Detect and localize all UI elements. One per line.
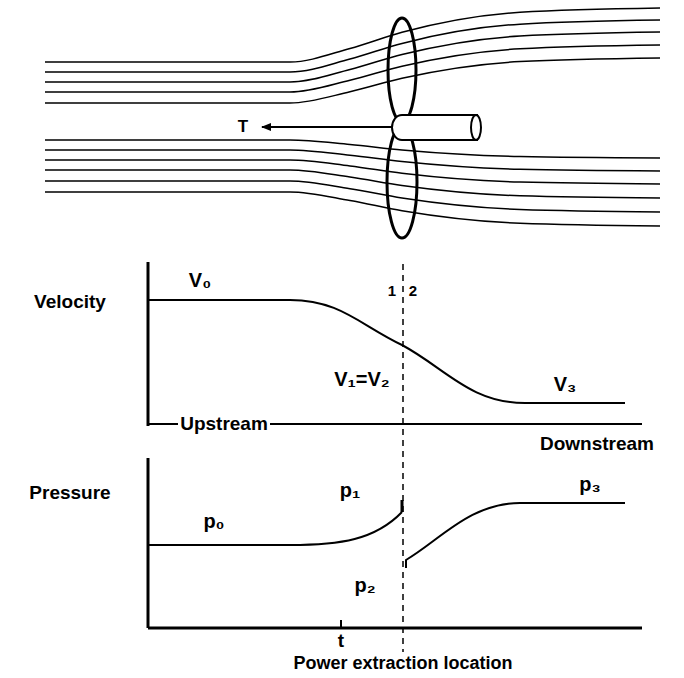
pressure-axis — [147, 458, 150, 628]
streamline — [45, 32, 660, 82]
pressure-curve-upstream — [148, 512, 402, 545]
plot-label: 2 — [407, 283, 419, 300]
velocity-axis — [147, 262, 150, 426]
streamlines — [45, 8, 660, 226]
plot-label: p₃ — [577, 473, 602, 495]
streamline — [45, 181, 660, 212]
plot-label: Velocity — [32, 292, 108, 313]
velocity-curve — [148, 300, 625, 403]
pressure-curve-downstream — [406, 503, 625, 568]
thrust-arrow-stem — [338, 126, 392, 128]
plot-label: 1 — [386, 283, 398, 300]
shaft-end — [471, 115, 481, 140]
streamline — [45, 8, 660, 62]
plot-label: p₁ — [338, 479, 363, 501]
streamline — [45, 45, 660, 92]
streamline — [45, 170, 660, 198]
streamline — [45, 20, 660, 72]
propeller-blade — [388, 18, 416, 122]
plot-label: Upstream — [178, 414, 270, 435]
hub-shaft — [392, 115, 478, 140]
location-caption: Power extraction location — [291, 654, 514, 674]
plot-label: V₀ — [187, 269, 213, 291]
pressure-baseline — [148, 627, 642, 630]
plot-label: p₀ — [201, 510, 226, 532]
plot-label: t — [336, 631, 346, 652]
axis-tick — [340, 620, 342, 628]
force-label: T — [236, 118, 250, 137]
disk-location-line — [402, 264, 404, 652]
plot-label: Downstream — [538, 434, 656, 455]
thrust-arrow — [262, 126, 338, 128]
plot-label: Pressure — [27, 483, 112, 504]
streamline — [45, 58, 660, 103]
plot-label: V₁=V₂ — [332, 368, 392, 390]
plot-label: p₂ — [352, 574, 377, 596]
streamline — [45, 192, 660, 226]
propeller-blade — [387, 126, 417, 238]
plot-label: V₃ — [552, 373, 579, 395]
